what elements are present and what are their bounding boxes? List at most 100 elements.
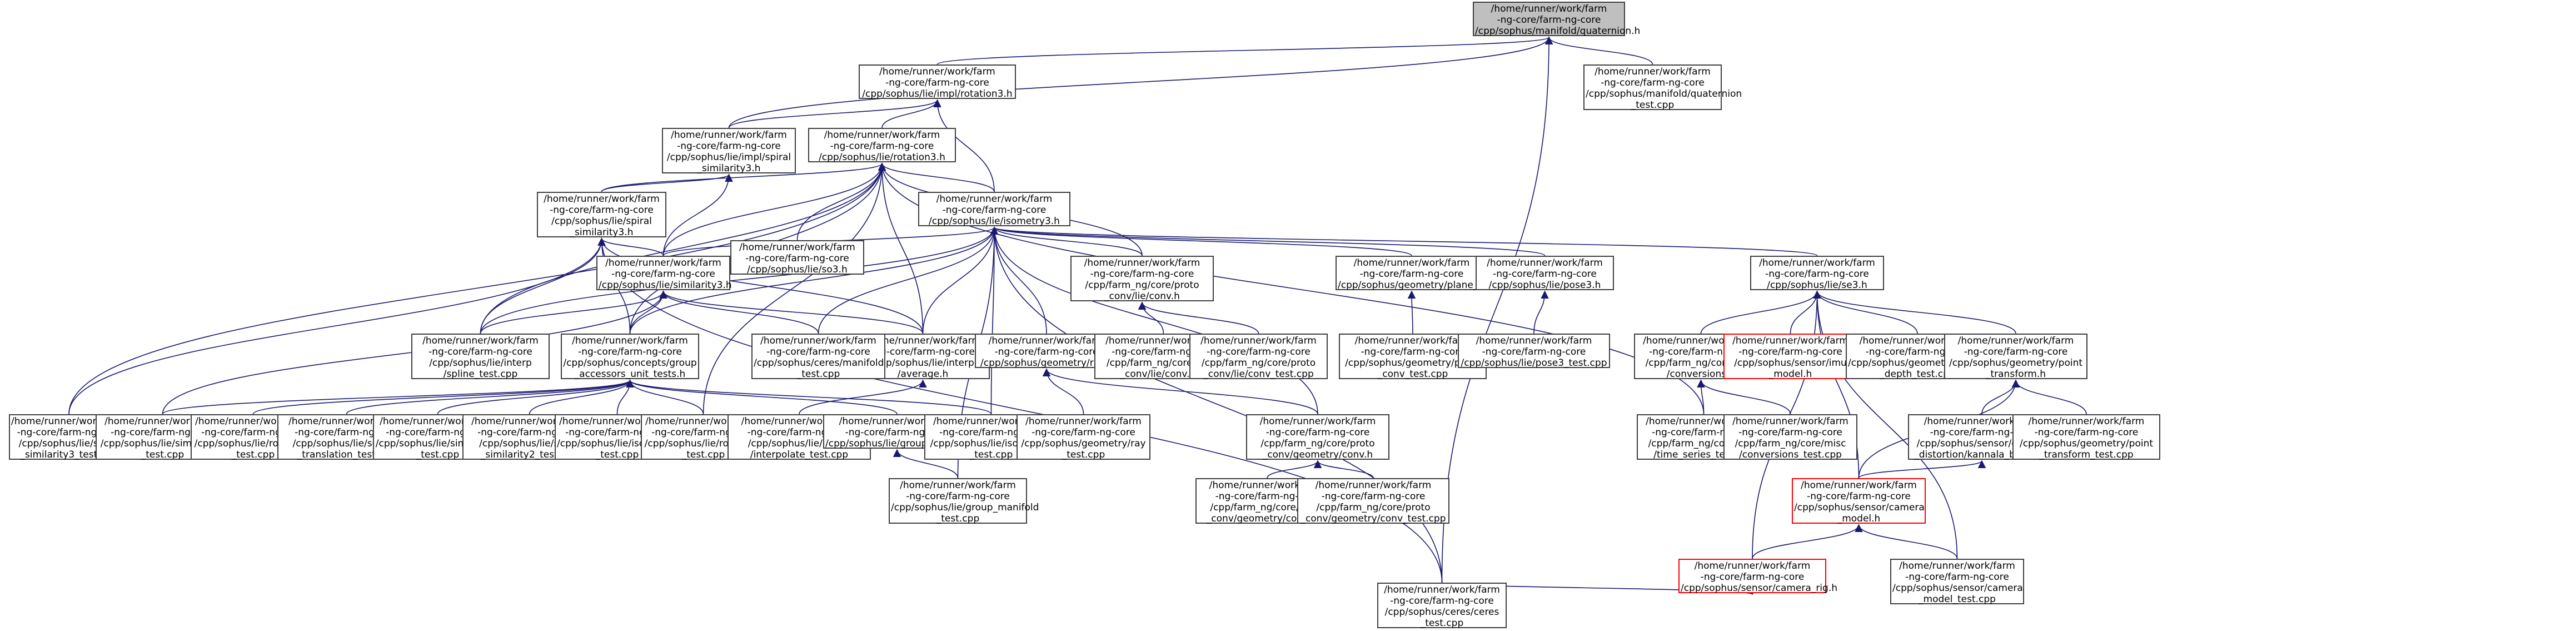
node-label-line: /home/runner/work/farm [1924, 416, 2040, 427]
node-label-line: /home/runner/work/farm [936, 193, 1053, 205]
edge-interptest-to-average [799, 379, 927, 415]
edge-geomconv-to-ray [1042, 368, 1318, 415]
node-label-line: -ng-core/farm-ng-core [1905, 572, 2009, 583]
node-label-line: _conv_test.cpp [1377, 369, 1448, 380]
node-pose3[interactable]: /home/runner/work/farm-ng-core/farm-ng-c… [1476, 256, 1614, 291]
edge-concepts-to-isometry3 [629, 226, 999, 334]
node-spiralimpl[interactable]: /home/runner/work/farm-ng-core/farm-ng-c… [662, 128, 796, 174]
node-label-line: /cpp/sophus/lie/se3.h [1767, 280, 1867, 291]
node-label-line: /cpp/sophus/lie/spiral [18, 438, 119, 449]
node-label-line: /home/runner/work/farm [2028, 416, 2145, 427]
node-label-line: /cpp/sophus/lie/pose3_test.cpp [1461, 357, 1607, 369]
node-label-line: /cpp/sophus/lie/spiral [551, 216, 652, 227]
node-label-line: /home/runner/work/farm [1384, 584, 1500, 595]
edge-spiralimpl-to-rot3impl [728, 99, 941, 128]
node-label-line: -ng-core/farm-ng-core [17, 427, 121, 438]
node-label-line: _conv/geometry/conv_test.cpp [1301, 513, 1446, 524]
node-label-line: /home/runner/work/farm [1476, 335, 1592, 346]
node-label-line: _conv/lie/conv.cpp [1120, 369, 1207, 380]
edge-iso3test-to-isometry3 [990, 226, 999, 415]
node-label-line: -ng-core/farm-ng-core [1482, 346, 1586, 357]
node-lieconvtest[interactable]: /home/runner/work/farm-ng-core/farm-ng-c… [1189, 334, 1328, 380]
node-cammodeltest[interactable]: /home/runner/work/farm-ng-core/farm-ng-c… [1890, 559, 2024, 605]
node-label-line: /cpp/sophus/geometry/plane [1345, 357, 1481, 369]
node-cerestest[interactable]: /home/runner/work/farm-ng-core/farm-ng-c… [1377, 583, 1507, 629]
node-camrig[interactable]: /home/runner/work/farm-ng-core/farm-ng-c… [1678, 559, 1837, 594]
node-concepts[interactable]: /home/runner/work/farm-ng-core/farm-ng-c… [561, 334, 699, 380]
node-label-line: /interpolate_test.cpp [750, 449, 849, 460]
node-convtest[interactable]: /home/runner/work/farm-ng-core/farm-ng-c… [1723, 414, 1857, 460]
node-label-line: -ng-core/farm-ng-core [994, 346, 1099, 357]
node-label-line: -ng-core/farm-ng-core [766, 346, 870, 357]
node-label-line: /cpp/sophus/geometry/ray.h [980, 357, 1113, 369]
edge-rot3impl-to-quat [936, 36, 1553, 65]
node-geomconv[interactable]: /home/runner/work/farm-ng-core/farm-ng-c… [1246, 414, 1389, 460]
node-pose3test[interactable]: /home/runner/work/farm-ng-core/farm-ng-c… [1458, 334, 1610, 369]
edge-spiraltest-to-rot3 [68, 162, 886, 415]
node-label-line: /home/runner/work/farm [1957, 335, 2074, 346]
node-label-line: -ng-core/farm-ng-core [885, 77, 989, 88]
node-spiral[interactable]: /home/runner/work/farm-ng-core/farm-ng-c… [537, 192, 666, 238]
edge-sim3-to-spiral [597, 237, 664, 256]
node-groupmanitest[interactable]: /home/runner/work/farm-ng-core/farm-ng-c… [889, 478, 1039, 524]
node-label-line: /home/runner/work/farm [824, 130, 940, 141]
node-ray[interactable]: /home/runner/work/farm-ng-core/farm-ng-c… [975, 334, 1118, 369]
node-label-line: /home/runner/work/farm [1259, 416, 1376, 427]
node-label-line: /cpp/sophus/lie/group_manifold [891, 502, 1039, 513]
edge-lieconvcpp-to-protoconv [1138, 301, 1164, 334]
node-label-line: _test.cpp [1420, 618, 1464, 629]
node-label-line: -ng-core/farm-ng-core [111, 427, 215, 438]
node-label-line: /home/runner/work/farm [422, 335, 539, 346]
node-planeconv[interactable]: /home/runner/work/farm-ng-core/farm-ng-c… [1336, 256, 1509, 291]
node-label-line: -ng-core/farm-ng-core [1865, 346, 1970, 357]
node-label-line: -ng-core/farm-ng-core [845, 427, 949, 438]
edge-interp-to-rot3 [480, 162, 886, 334]
node-label-line: /cpp/sophus/sensor/imu [1734, 357, 1847, 369]
node-label-line: /cpp/farm_ng/core/proto [1201, 357, 1316, 369]
node-label-line: -ng-core/farm-ng-core [677, 141, 781, 152]
node-cermani[interactable]: /home/runner/work/farm-ng-core/farm-ng-c… [751, 334, 885, 380]
node-label-line: /home/runner/work/farm [1084, 257, 1200, 269]
node-imu[interactable]: /home/runner/work/farm-ng-core/farm-ng-c… [1723, 334, 1857, 380]
node-label-line: _test.cpp [595, 449, 639, 460]
node-interp[interactable]: /home/runner/work/farm-ng-core/farm-ng-c… [411, 334, 550, 380]
edge-spiral-to-rot3 [601, 162, 886, 192]
node-planetest[interactable]: /home/runner/work/farm-ng-core/farm-ng-c… [1339, 334, 1487, 380]
node-rot3impl[interactable]: /home/runner/work/farm-ng-core/farm-ng-c… [859, 64, 1016, 100]
node-label-line: /home/runner/work/farm [1491, 3, 1607, 14]
node-label-line: /home/runner/work/farm [1025, 416, 1142, 427]
node-lieso3b[interactable]: /home/runner/work/farm-ng-core/farm-ng-c… [1750, 256, 1884, 291]
node-label-line: -ng-core/farm-ng-core [1361, 346, 1465, 357]
node-protoconv[interactable]: /home/runner/work/farm-ng-core/farm-ng-c… [1070, 256, 1214, 302]
node-label-line: -ng-core/farm-ng-core [745, 253, 849, 264]
node-label-line: /cpp/farm_ng/core/proto [1316, 502, 1431, 513]
node-label-line: /cpp/sophus/ceres/ceres [1384, 607, 1499, 618]
node-label-line: _test.cpp [1631, 100, 1675, 111]
edge-cermani-to-sim3 [659, 290, 819, 334]
node-label-line: /home/runner/work/farm [1732, 335, 1848, 346]
node-rot3[interactable]: /home/runner/work/farm-ng-core/farm-ng-c… [808, 128, 956, 163]
node-geomconvtest[interactable]: /home/runner/work/farm-ng-core/farm-ng-c… [1297, 478, 1449, 524]
node-cammodel[interactable]: /home/runner/work/farm-ng-core/farm-ng-c… [1792, 478, 1926, 524]
node-pttest[interactable]: /home/runner/work/farm-ng-core/farm-ng-c… [2012, 414, 2160, 460]
node-lieso3[interactable]: /home/runner/work/farm-ng-core/farm-ng-c… [730, 240, 864, 275]
edge-rot2test-to-concepts [252, 379, 634, 415]
node-label-line: _similarity2_test.cpp [480, 449, 579, 460]
node-label-line: _test.cpp [416, 449, 460, 460]
node-pointtr[interactable]: /home/runner/work/farm-ng-core/farm-ng-c… [1944, 334, 2087, 380]
edge-geomconvtest-to-geomconv [1313, 460, 1374, 479]
node-label-line: -ng-core/farm-ng-core [1738, 427, 1842, 438]
node-sim3[interactable]: /home/runner/work/farm-ng-core/farm-ng-c… [596, 256, 732, 291]
edge-lieso3-to-rot3 [796, 162, 886, 241]
node-label-line: /cpp/sophus/lie/similarity3.h [599, 280, 732, 291]
edge-sim3-to-rot3 [662, 162, 886, 256]
edge-sim3test-to-concepts [162, 379, 634, 415]
node-label-line: /home/runner/work/farm [1595, 66, 1711, 77]
edge-cammodel-to-kb [1858, 460, 1986, 479]
node-isometry3[interactable]: /home/runner/work/farm-ng-core/farm-ng-c… [918, 192, 1070, 227]
node-raytest[interactable]: /home/runner/work/farm-ng-core/farm-ng-c… [1017, 414, 1150, 460]
node-label-line: -ng-core/farm-ng-core [1215, 491, 1319, 502]
node-qtest[interactable]: /home/runner/work/farm-ng-core/farm-ng-c… [1583, 64, 1742, 111]
node-label-line: -ng-core/farm-ng-core [1390, 595, 1494, 607]
